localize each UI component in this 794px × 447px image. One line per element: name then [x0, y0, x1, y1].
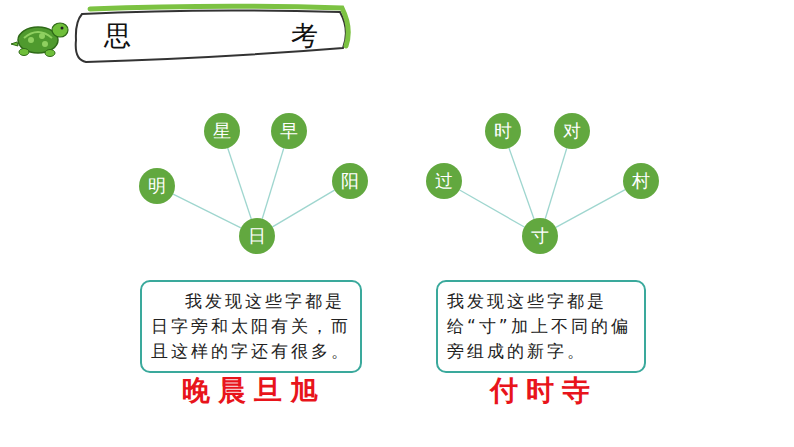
connector-line: [272, 190, 334, 227]
character-circle: 明: [139, 168, 175, 204]
connector-line: [460, 190, 525, 227]
note-text: 我发现这些字都是日字旁和太阳有关，而且这样的字还有很多。: [151, 289, 351, 364]
character-circle: 寸: [522, 218, 558, 254]
character-circle: 星: [204, 113, 240, 149]
character-circle: 时: [485, 113, 521, 149]
character-circle: 阳: [332, 163, 368, 199]
connector-line: [173, 194, 241, 228]
note-text: 我发现这些字都是给“寸”加上不同的偏旁组成的新字。: [447, 289, 635, 364]
note-box: 我发现这些字都是日字旁和太阳有关，而且这样的字还有很多。: [140, 280, 362, 373]
character: 明: [148, 177, 166, 195]
character: 日: [248, 227, 266, 245]
character: 对: [563, 122, 581, 140]
character: 阳: [341, 172, 359, 190]
character: 早: [280, 122, 298, 140]
connector-line: [228, 148, 252, 219]
character: 星: [213, 122, 231, 140]
character: 寸: [531, 227, 549, 245]
connector-line: [509, 148, 534, 219]
character: 村: [632, 172, 650, 190]
character-circle: 日: [239, 218, 275, 254]
connector-line: [262, 148, 284, 219]
character-circle: 早: [271, 113, 307, 149]
example-characters: 晚晨旦旭: [182, 372, 326, 410]
note-box: 我发现这些字都是给“寸”加上不同的偏旁组成的新字。: [436, 280, 646, 373]
title: 思考: [104, 18, 478, 54]
turtle-icon: [11, 23, 68, 57]
connector-line: [556, 190, 625, 228]
character: 过: [435, 172, 453, 190]
character: 时: [494, 122, 512, 140]
example-characters: 付时寺: [490, 372, 598, 410]
character-circle: 对: [554, 113, 590, 149]
connector-line: [545, 148, 567, 219]
character-circle: 过: [426, 163, 462, 199]
character-circle: 村: [623, 163, 659, 199]
